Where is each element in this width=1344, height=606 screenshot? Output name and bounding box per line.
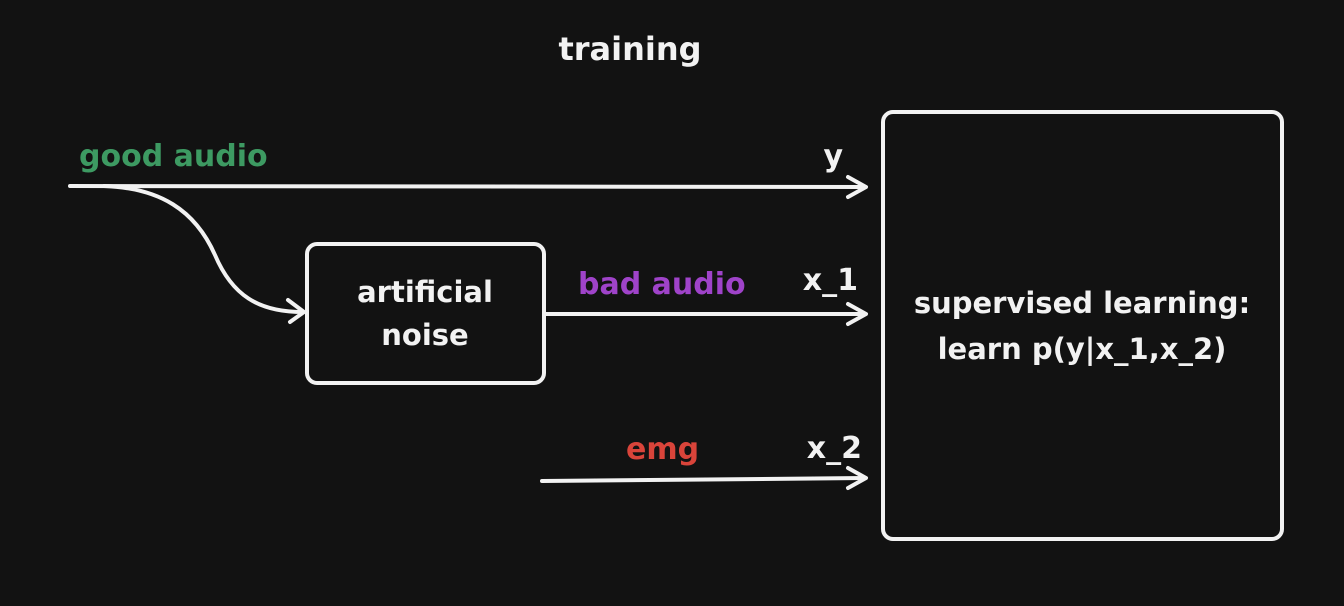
noise-label-line1: artificial <box>357 275 493 309</box>
emg-label: emg <box>626 432 699 467</box>
x1-label: x_1 <box>803 263 858 298</box>
arrow-good-audio-to-learner <box>68 175 868 199</box>
good-audio-label: good audio <box>79 139 268 174</box>
arrow-emg-to-learner <box>540 466 868 490</box>
learner-box <box>881 110 1284 541</box>
x2-label: x_2 <box>807 431 862 466</box>
bad-audio-label: bad audio <box>578 267 746 302</box>
y-label: y <box>823 139 843 174</box>
noise-label-line2: noise <box>381 318 468 352</box>
noise-box <box>305 242 546 385</box>
diagram-title: training <box>558 30 701 68</box>
learner-label-line2: learn p(y|x_1,x_2) <box>938 332 1227 366</box>
arrow-noise-to-learner <box>544 302 868 326</box>
learner-label-line1: supervised learning: <box>914 286 1250 320</box>
arrow-good-audio-to-noise <box>102 184 306 324</box>
